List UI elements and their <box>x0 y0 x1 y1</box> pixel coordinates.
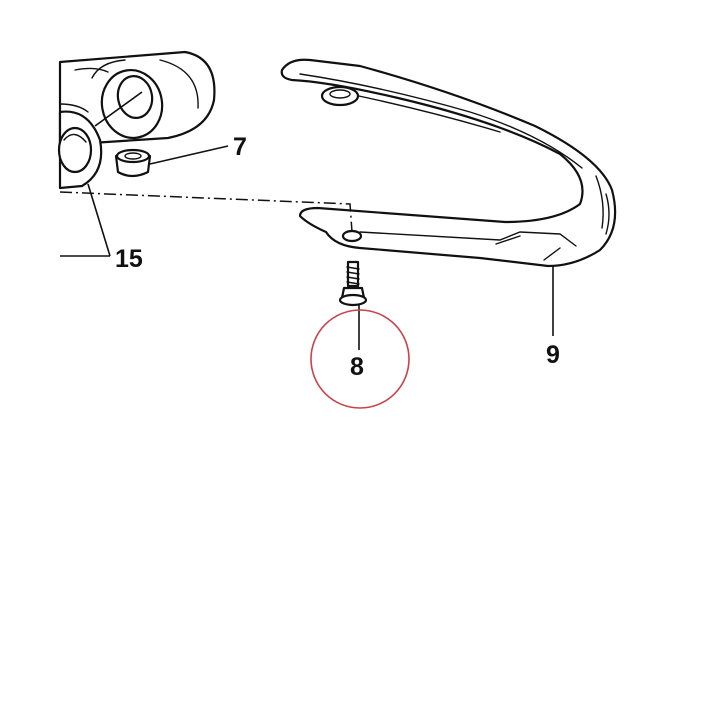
leader-15 <box>60 183 111 257</box>
highlight-circle <box>310 309 410 409</box>
leader-bushing <box>94 91 143 127</box>
bolt-8 <box>338 260 368 307</box>
callout-8: 8 <box>350 353 364 381</box>
washer-15 <box>57 103 103 190</box>
nut-7 <box>114 148 152 178</box>
leader-7 <box>149 145 229 165</box>
callout-9: 9 <box>546 341 560 369</box>
callout-15: 15 <box>115 245 143 273</box>
callout-7: 7 <box>233 133 247 161</box>
bushing-assembly <box>58 50 216 147</box>
chain-guide-9 <box>280 58 617 268</box>
assembly-line <box>59 191 353 233</box>
